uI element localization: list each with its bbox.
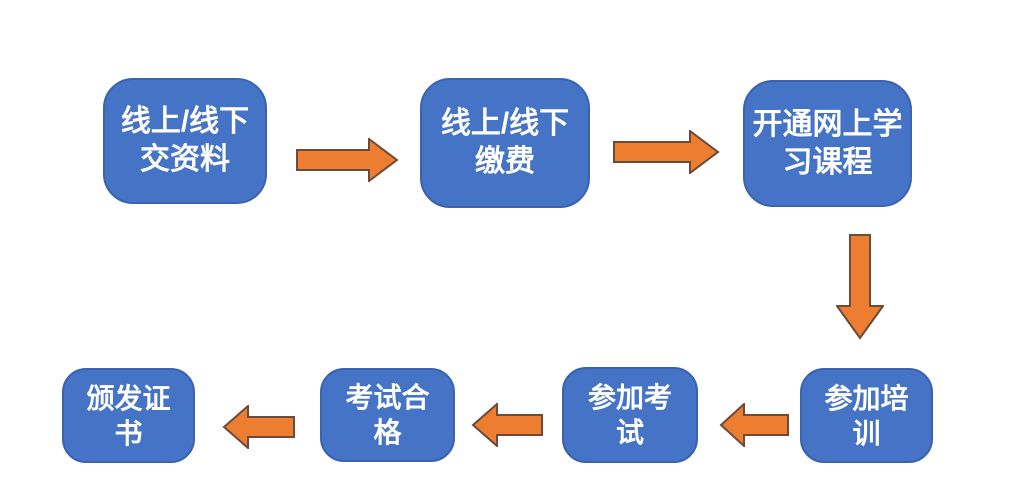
flow-step-take-exam: 参加考 试: [562, 367, 698, 463]
arrow-right-shape: [613, 130, 720, 174]
arrow-right-shape: [296, 138, 399, 182]
arrow-right-icon: [296, 138, 399, 182]
arrow-left-shape: [222, 405, 295, 449]
arrow-down-shape: [836, 234, 884, 340]
arrow-down-icon: [836, 234, 884, 340]
flow-step-pass-exam: 考试合 格: [320, 368, 455, 462]
arrow-left-icon: [719, 403, 789, 447]
arrow-left-shape: [719, 403, 789, 447]
flow-step-pay-fee: 线上/线下 缴费: [420, 78, 590, 208]
flow-step-open-online-course: 开通网上学 习课程: [743, 80, 912, 207]
arrow-left-shape: [471, 403, 543, 447]
flow-step-submit-materials: 线上/线下 交资料: [103, 78, 267, 204]
flow-step-issue-certificate: 颁发证 书: [62, 368, 195, 463]
flow-step-attend-training: 参加培 训: [800, 368, 933, 463]
arrow-right-icon: [613, 130, 720, 174]
arrow-left-icon: [471, 403, 543, 447]
arrow-left-icon: [222, 405, 295, 449]
